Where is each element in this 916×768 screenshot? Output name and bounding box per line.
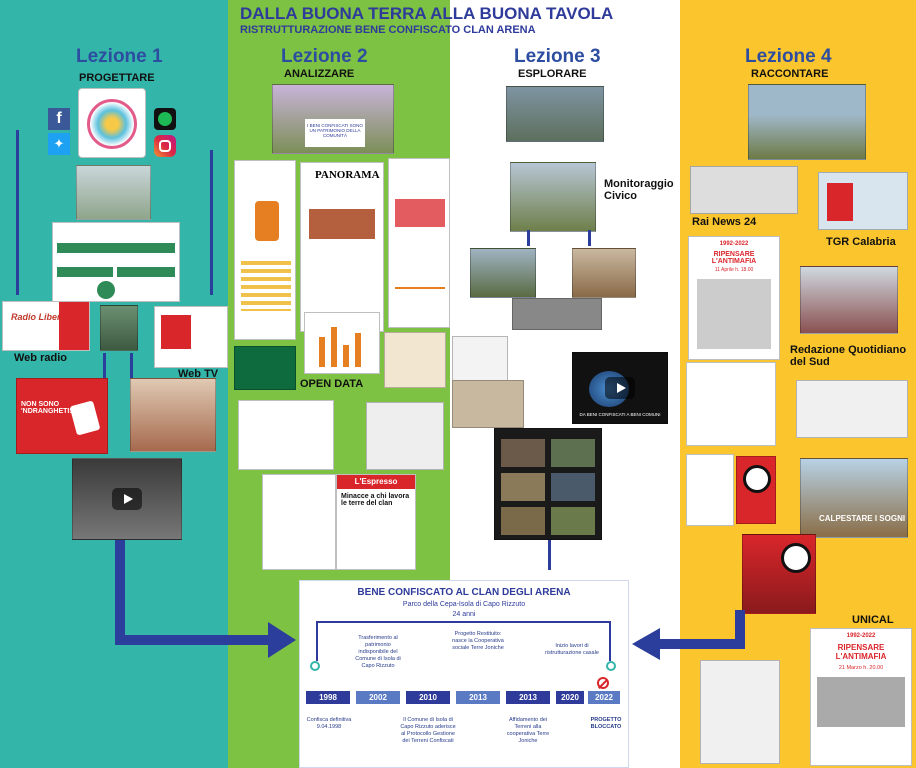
espresso-article[interactable]: L'Espresso Minacce a chi lavora le terre… <box>336 474 416 570</box>
infographic-right <box>388 158 450 328</box>
students-photo <box>130 378 216 452</box>
monitoraggio-label: Monitoraggio Civico <box>604 178 674 202</box>
play-icon[interactable] <box>605 377 635 399</box>
arrow-down-2 <box>210 150 213 295</box>
tgr-label: TGR Calabria <box>826 236 896 248</box>
calpestare-sogni-image: CALPESTARE I SOGNI <box>800 458 908 538</box>
event-2022: PROGETTO BLOCCATO <box>590 717 622 730</box>
open-data-document[interactable] <box>238 400 334 470</box>
lesson3-subtitle: ESPLORARE <box>518 68 587 80</box>
group-photo <box>76 165 151 220</box>
site-photo-grid <box>512 298 602 330</box>
twitter-icon[interactable]: ✦ <box>48 133 70 155</box>
play-icon[interactable] <box>112 488 142 510</box>
event-1998: Confisca definitiva 9.04.1998 <box>306 717 352 730</box>
tgr-screenshot[interactable] <box>818 172 908 230</box>
rai-news-screenshot[interactable] <box>690 166 798 214</box>
monitoring-photo-2 <box>510 162 596 232</box>
antimafia-poster-1[interactable]: 1992-2022 RIPENSARE L'ANTIMAFIA 11 April… <box>688 236 780 360</box>
event-2002: Trasferimento al patrimonio indisponibil… <box>355 635 401 669</box>
official-document <box>262 474 336 570</box>
arrow-down-7 <box>548 540 551 570</box>
facebook-icon[interactable]: f <box>48 108 70 130</box>
lesson2-title: Lezione 2 <box>281 46 368 67</box>
small-article <box>686 454 734 526</box>
timeline-title: BENE CONFISCATO AL CLAN DEGLI ARENA <box>357 587 571 598</box>
year-2022: 2022 <box>588 691 620 704</box>
timeline-subtitle: Parco della Cepa-Isola di Capo Rizzuto <box>402 601 526 608</box>
year-2010: 2010 <box>406 691 450 704</box>
project-webpage-screenshot[interactable] <box>52 222 180 302</box>
web-radio-label: Web radio <box>14 352 67 364</box>
web-radio-banner[interactable]: Radio Libertà <box>2 301 90 351</box>
timeline-end-dot <box>606 661 616 671</box>
site-photo-2 <box>572 248 636 298</box>
field-report-photo[interactable] <box>748 84 866 160</box>
video-beni-comuni[interactable]: DA BENI CONFISCATI A BENI COMUNI <box>572 352 668 424</box>
site-photo-3 <box>452 380 524 428</box>
slide-thumbnail <box>234 346 296 390</box>
photo-collage-dark <box>494 428 602 540</box>
year-2013a: 2013 <box>456 691 500 704</box>
arrow-down-6 <box>588 230 591 246</box>
lettere-article <box>686 362 776 446</box>
year-2020: 2020 <box>556 691 584 704</box>
timeline-panel: BENE CONFISCATO AL CLAN DEGLI ARENA Parc… <box>299 580 629 768</box>
bar-chart-image <box>304 312 380 374</box>
lesson1-subtitle: PROGETTARE <box>79 72 155 84</box>
lesson4-subtitle: RACCONTARE <box>751 68 829 80</box>
arrow-down-1 <box>16 130 19 295</box>
newspaper-clipping-3 <box>796 380 908 438</box>
project-logo <box>78 88 146 158</box>
rai-news-label: Rai News 24 <box>692 216 757 228</box>
page-title: DALLA BUONA TERRA ALLA BUONA TAVOLA <box>240 4 614 23</box>
blocked-icon <box>597 677 609 689</box>
event-2020: Inizio lavori di ristrutturazione casale <box>545 643 599 656</box>
web-tv-screenshot[interactable] <box>154 306 228 368</box>
arrow-to-timeline-left <box>115 540 296 658</box>
page-subtitle: RISTRUTTURAZIONE BENE CONFISCATO CLAN AR… <box>240 24 536 36</box>
year-2002: 2002 <box>356 691 400 704</box>
lesson1-title: Lezione 1 <box>76 46 163 67</box>
antimafia-poster-2[interactable]: 1992-2022 RIPENSARE L'ANTIMAFIA 21 Marzo… <box>810 628 912 766</box>
panorama-article[interactable]: PANORAMA <box>300 162 384 332</box>
lesson3-title: Lezione 3 <box>514 46 601 67</box>
timeline-bracket <box>316 621 611 661</box>
newspaper-clipping-1 <box>366 402 444 470</box>
spotify-icon[interactable] <box>154 108 176 130</box>
timeline-span: 24 anni <box>452 611 476 618</box>
lavender-field-card[interactable]: I BENI CONFISCATI SONO UN PATRIMONIO DEL… <box>272 84 394 154</box>
lesson4-title: Lezione 4 <box>745 46 832 67</box>
monitoring-photo-1 <box>506 86 604 142</box>
web-tv-label: Web TV <box>178 368 219 380</box>
phone-photo <box>100 305 138 351</box>
speaker-photo <box>742 534 816 614</box>
redazione-label: Redazione Quotidiano del Sud <box>790 344 907 368</box>
event-2010: Il Comune di Isola di Capo Rizzuto aderi… <box>400 717 456 744</box>
instagram-icon[interactable] <box>154 135 176 157</box>
arrow-to-timeline-right <box>632 610 745 660</box>
no-mafia-poster <box>736 456 776 524</box>
year-1998: 1998 <box>306 691 350 704</box>
video-lesson-1[interactable] <box>72 458 182 540</box>
newspaper-clipping-4 <box>700 660 780 764</box>
year-2013b: 2013 <box>506 691 550 704</box>
arrow-down-5 <box>527 230 530 246</box>
arrow-down-4 <box>130 353 133 378</box>
site-photo-1 <box>470 248 536 298</box>
arrow-down-3 <box>103 353 106 378</box>
unical-label: UNICAL <box>852 614 894 626</box>
open-data-label: OPEN DATA <box>300 378 364 390</box>
event-2013b: Affidamento dei Terreni alla cooperativa… <box>506 717 550 744</box>
lesson2-subtitle: ANALIZZARE <box>284 68 355 80</box>
redazione-photo <box>800 266 898 334</box>
collage-image <box>384 332 446 388</box>
event-2013a: Progetto Restituito: nasce la Cooperativ… <box>452 631 504 651</box>
poster-non-sono: NON SONO 'NDRANGHETISTA <box>16 378 108 454</box>
timeline-start-dot <box>310 661 320 671</box>
infographic-left <box>234 160 296 340</box>
